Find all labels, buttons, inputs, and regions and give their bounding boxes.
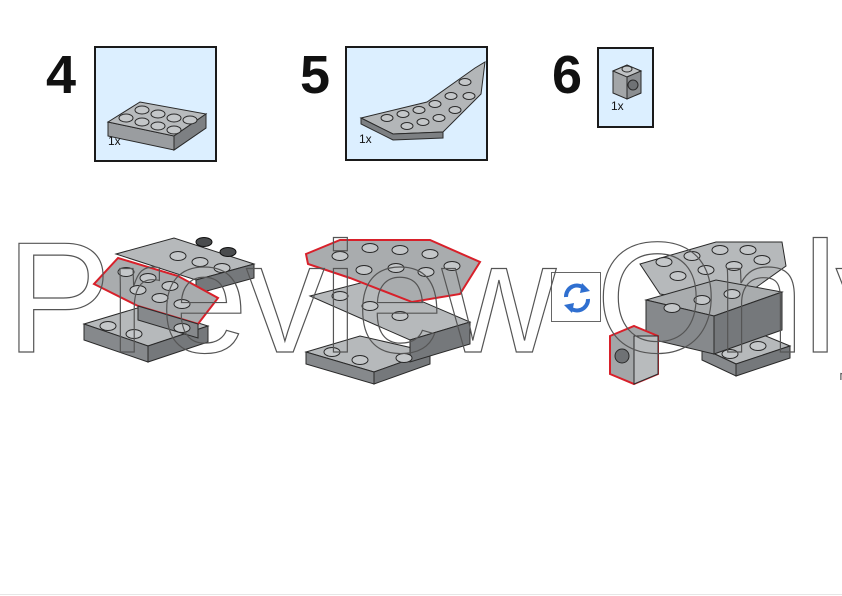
step-number-6: 6	[552, 45, 583, 105]
step-number-4: 4	[46, 45, 77, 105]
page-bottom-divider	[0, 594, 842, 595]
rotate-model-callout	[551, 272, 601, 322]
quantity-label: 1x	[611, 99, 624, 113]
assembly-step-6	[609, 241, 792, 386]
assembly-step-5	[304, 239, 482, 385]
assembly-step-4	[82, 237, 256, 363]
parts-callout-step-6: 1x	[597, 47, 654, 128]
step-number-5: 5	[300, 45, 331, 105]
quantity-label: 1x	[359, 132, 372, 146]
quantity-label: 1x	[108, 134, 121, 148]
wedge-plate-icon	[359, 61, 486, 141]
parts-callout-step-4: 1x	[94, 46, 217, 162]
brick-2x4-icon	[106, 101, 208, 151]
parts-callout-step-5: 1x	[345, 46, 488, 161]
rotate-arrows-icon	[564, 283, 590, 313]
technic-brick-1x1-icon	[611, 64, 643, 100]
